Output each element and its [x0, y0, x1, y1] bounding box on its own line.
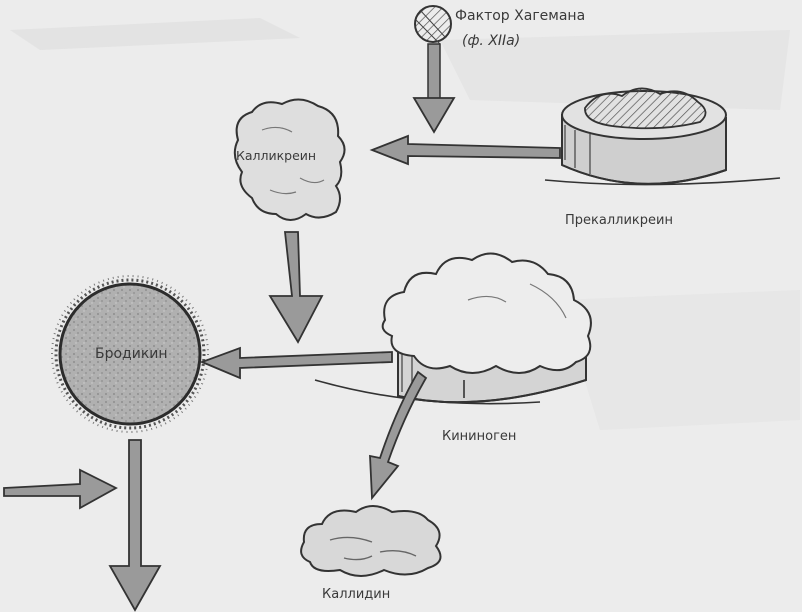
- arrow-prekallikrein-to-kallikrein: [369, 134, 561, 166]
- prekallikrein-label: Прекалликреин: [565, 213, 673, 228]
- arrow-kininogen-to-kallidin: [369, 370, 428, 501]
- kallikrein-label: Калликреин: [236, 148, 316, 163]
- hageman-label-line2: (ф. XIIa): [462, 33, 520, 49]
- hageman-factor-icon: [414, 5, 452, 45]
- kallikrein-icon: [233, 98, 346, 221]
- arrow-kallikrein-down: [268, 231, 324, 344]
- background-texture: [10, 18, 800, 430]
- arrow-kininogen-to-bradykinin: [199, 346, 393, 380]
- bradykinin-icon: [51, 275, 209, 433]
- kallidin-icon: [300, 505, 442, 577]
- kininogen-icon: [314, 252, 592, 405]
- arrow-left-input: [3, 468, 118, 510]
- kininogen-label: Кининоген: [442, 429, 516, 444]
- prekallikrein-icon: [544, 87, 781, 186]
- arrow-bradykinin-down: [108, 439, 162, 612]
- arrow-hageman-down: [412, 43, 456, 134]
- bradykinin-label: Бродикин: [95, 346, 168, 362]
- kallidin-label: Каллидин: [322, 587, 390, 602]
- hageman-label-line1: Фактор Хагемана: [455, 8, 585, 24]
